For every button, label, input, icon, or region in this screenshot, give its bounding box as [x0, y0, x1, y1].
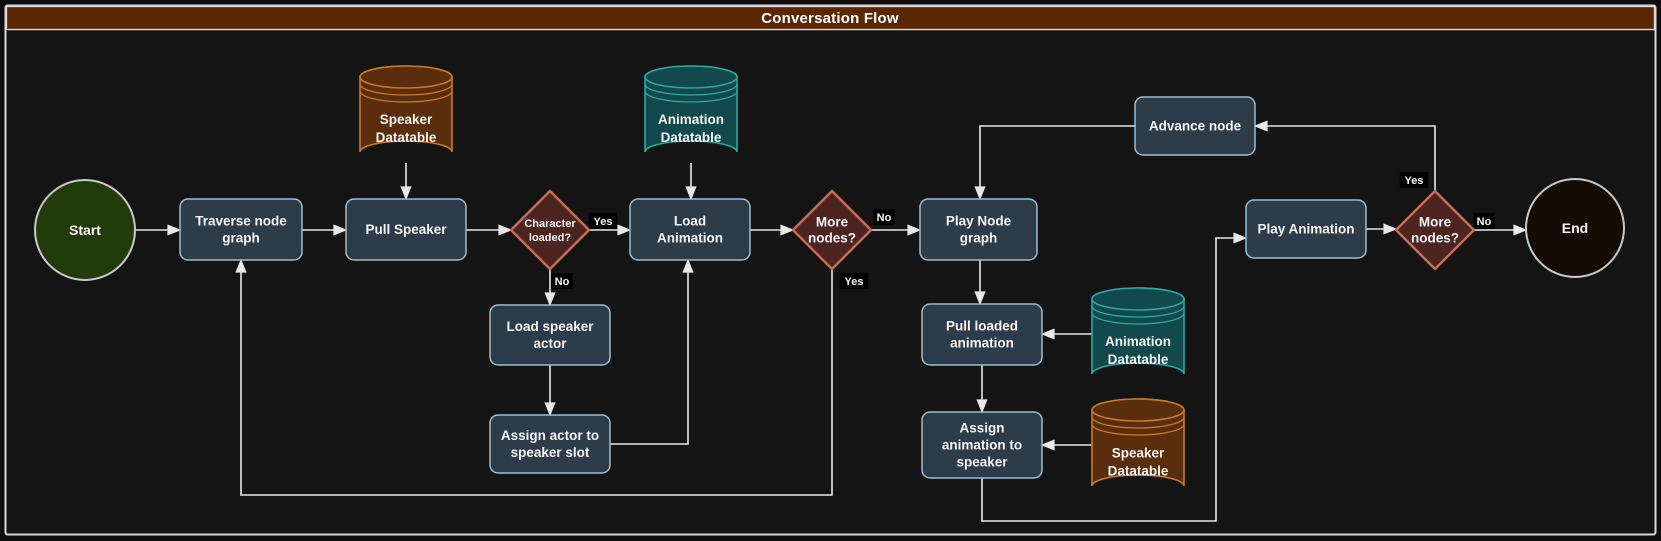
node-label: Advance node	[1149, 119, 1242, 134]
diagram-frame	[4, 4, 1657, 536]
edge-label: No	[555, 276, 570, 288]
cylinder-ring-icon	[1091, 416, 1185, 429]
edge-advance-node--play-node-graph	[974, 125, 1135, 201]
cylinder-ring-icon	[644, 83, 738, 96]
cylinder-ring-icon	[644, 90, 738, 103]
node-advance-node: Advance node	[1134, 96, 1256, 156]
edge-label: No	[1477, 216, 1492, 228]
node-label: End	[1562, 220, 1588, 236]
node-end: End	[1525, 178, 1625, 278]
cylinder-top-icon	[359, 65, 453, 89]
edge-character-loaded--load-animation: Yes	[588, 213, 632, 236]
cylinder-ring-icon	[1091, 423, 1185, 436]
edge-more-nodes-1--traverse-node-graph: Yes	[235, 258, 869, 496]
edge-label: Yes	[1405, 175, 1424, 187]
cylinder-ring-icon	[359, 90, 453, 103]
edge-character-loaded--load-speaker-actor: No	[544, 269, 573, 307]
cylinder-top-icon	[1091, 398, 1185, 422]
edge-more-nodes-2--advance-node: Yes	[1253, 120, 1436, 191]
edge-label: Yes	[594, 216, 613, 228]
edge-label-bg	[1473, 213, 1495, 229]
node-label: Pull Speaker	[365, 222, 447, 237]
edge-more-nodes-1--play-node-graph: No	[871, 209, 922, 236]
edge-assign-animation-to-speaker--play-animation	[981, 232, 1248, 522]
cylinder-top-icon	[1091, 287, 1185, 311]
edge-label-bg	[551, 273, 573, 289]
node-play-animation: Play Animation	[1245, 199, 1367, 259]
edge-label: Yes	[845, 276, 864, 288]
edge-label: No	[877, 212, 892, 224]
cylinder-ring-icon	[359, 83, 453, 96]
cylinder-ring-icon	[1091, 305, 1185, 318]
diagram-title-bar	[5, 5, 1656, 31]
cylinder-top-icon	[644, 65, 738, 89]
edge-label-bg	[588, 213, 618, 229]
node-label: Start	[69, 222, 101, 238]
diagram-title: Conversation Flow	[761, 10, 899, 27]
node-label: Play Animation	[1257, 222, 1354, 237]
edge-label-bg	[873, 209, 895, 225]
cylinder-ring-icon	[1091, 312, 1185, 325]
edge-assign-actor-to-speaker-slot--load-animation	[610, 258, 694, 445]
node-pull-speaker: Pull Speaker	[345, 198, 467, 261]
edge-label-bg	[1399, 172, 1429, 188]
edge-more-nodes-2--end: No	[1473, 213, 1528, 236]
node-start: Start	[34, 179, 136, 281]
edge-label-bg	[839, 273, 869, 289]
